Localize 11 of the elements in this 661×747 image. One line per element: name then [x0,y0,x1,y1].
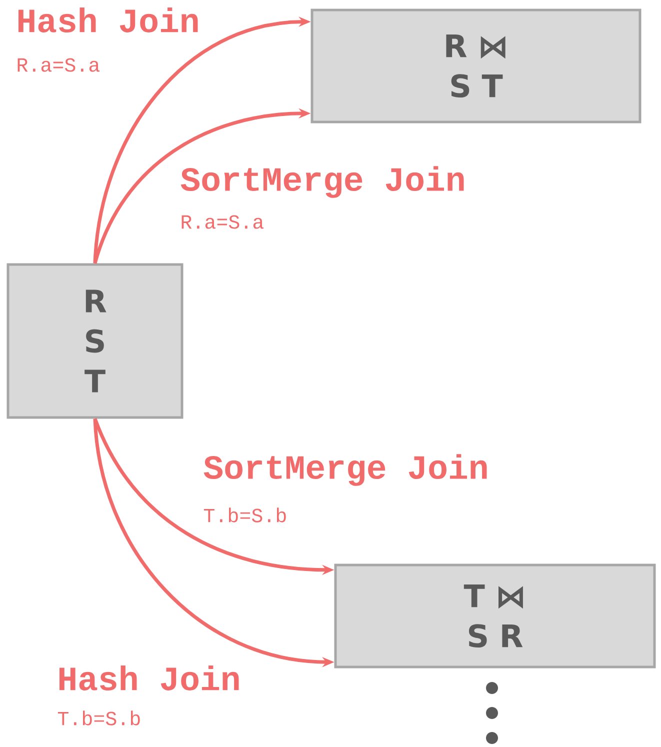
edge-label: Hash Join [18,8,198,32]
join-condition: R.a=S.a [182,215,264,229]
table-box: T ⋈ S R [334,564,656,668]
table-box: R S T [6,263,184,419]
edge-label: SortMerge Join [204,454,487,486]
join-condition: R.a=S.a [18,58,100,72]
join-condition: T.b=S.b [204,508,286,522]
table-box: R ⋈ S T [310,8,642,124]
join-condition: T.b=S.b [58,710,140,726]
edge-label: Hash Join [60,666,239,690]
edge-label: SortMerge Join [180,166,464,198]
